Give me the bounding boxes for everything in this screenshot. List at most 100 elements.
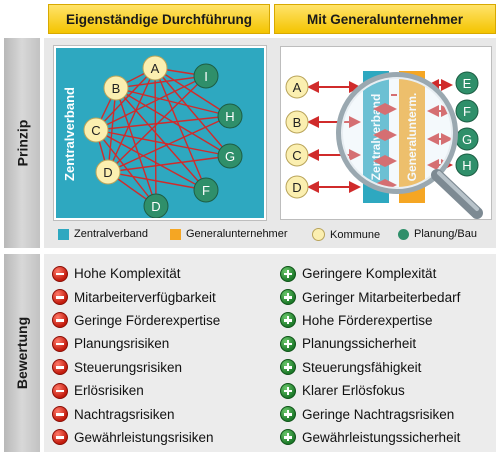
minus-icon [52,335,68,352]
minus-icon [52,429,68,446]
row-label-prinzip: Prinzip [4,38,40,248]
con-text: Nachtragsrisiken [74,406,175,422]
right-gu-diagram: Zentralverband Generalunterm. A B C D E … [285,71,483,219]
mesh-lines [95,67,231,207]
left-zentralverband-label: Zentralverband [62,87,77,181]
con-item: Hohe Komplexität [52,262,220,285]
svg-text:C: C [292,148,301,163]
header-eigenstaendig-label: Eigenständige Durchführung [65,11,252,27]
row-label-prinzip-text: Prinzip [14,119,31,167]
kommune-node-b: B [103,75,129,101]
planung-node-i: I [193,63,219,89]
plus-icon [280,312,296,329]
legend-label-zentralverband: Zentralverband [74,228,148,240]
legend-label-generalunternehmer: Generalunternehmer [186,228,288,240]
kommune-node-c: C [83,117,109,143]
legend-item-zentralverband: Zentralverband [58,228,148,240]
con-text: Mitarbeiterverfügbarkeit [74,289,216,305]
pro-item: Planungssicherheit [280,332,460,355]
gu-kommune-node-b: B [285,110,309,134]
legend-item-generalunternehmer: Generalunternehmer [170,228,288,240]
planung-node-f: F [193,177,219,203]
svg-text:D: D [151,199,160,214]
minus-icon [52,382,68,399]
pros-list: Geringere Komplexität Geringer Mitarbeit… [280,262,460,449]
magnifier-icon [336,72,483,219]
pro-text: Geringe Nachtragsrisiken [302,406,455,422]
gu-planung-node-g: G [455,127,479,151]
plus-icon [280,289,296,306]
gu-planung-node-f: F [455,99,479,123]
plus-icon [280,265,296,282]
gu-kommune-node-a: A [285,75,309,99]
pro-item: Steuerungsfähigkeit [280,356,460,379]
con-text: Hohe Komplexität [74,266,181,282]
pro-text: Gewährleistungssicherheit [302,429,461,445]
row-label-bewertung: Bewertung [4,254,40,452]
bar-generalunternehmer [399,71,425,203]
svg-text:G: G [462,132,472,147]
pro-text: Klarer Erlösfokus [302,383,405,399]
legend-swatch-orange [170,228,181,240]
pro-text: Planungssicherheit [302,336,417,352]
legend-swatch-kommune [312,228,325,241]
svg-text:A: A [151,61,160,76]
minus-icon [52,289,68,306]
gu-kommune-node-d: D [285,175,309,199]
con-text: Gewährleistungsrisiken [74,429,214,445]
minus-icon [52,406,68,423]
pro-text: Steuerungsfähigkeit [302,359,422,375]
legend-item-kommune: Kommune [312,228,380,241]
svg-text:H: H [225,109,234,124]
con-text: Erlösrisiken [74,383,144,399]
minus-icon [52,359,68,376]
planung-node-h: H [217,103,243,129]
con-text: Steuerungsrisiken [74,359,183,375]
svg-text:D: D [103,165,112,180]
bewertung-row-background [44,254,496,452]
svg-text:G: G [225,149,235,164]
svg-text:F: F [202,183,210,198]
con-item: Nachtragsrisiken [52,402,220,425]
kommune-node-d: D [95,159,121,185]
pro-item: Klarer Erlösfokus [280,379,460,402]
pro-item: Geringere Komplexität [280,262,460,285]
plus-icon [280,335,296,352]
pro-item: Geringe Nachtragsrisiken [280,402,460,425]
svg-text:I: I [204,69,208,84]
plus-icon [280,406,296,423]
svg-text:B: B [293,115,302,130]
con-item: Erlösrisiken [52,379,220,402]
svg-text:E: E [463,76,472,91]
plus-icon [280,359,296,376]
svg-text:H: H [462,158,471,173]
header-eigenstaendig: Eigenständige Durchführung [48,4,270,34]
con-item: Geringe Förderexpertise [52,309,220,332]
gu-planung-node-h: H [455,153,479,177]
left-mesh-diagram: Zentralverband A B C D I H G F D [62,55,243,219]
planung-node-g: G [217,143,243,169]
gu-kommune-node-c: C [285,143,309,167]
svg-text:A: A [293,80,302,95]
header-generalunternehmer-label: Mit Generalunternehmer [306,11,464,27]
plus-icon [280,382,296,399]
svg-text:D: D [292,180,301,195]
header-generalunternehmer: Mit Generalunternehmer [274,4,496,34]
svg-text:B: B [112,81,121,96]
pro-text: Geringer Mitarbeiterbedarf [302,289,461,305]
planung-node-d: D [143,193,169,219]
plus-icon [280,429,296,446]
svg-text:C: C [91,123,100,138]
right-diagram-panel: Zentralverband Generalunterm. A B C D E … [280,46,492,220]
legend-label-planung: Planung/Bau [414,228,477,240]
con-text: Planungsrisiken [74,336,170,352]
pro-text: Geringere Komplexität [302,266,437,282]
right-gu-label: Generalunterm. [405,93,419,182]
row-label-bewertung-text: Bewertung [14,316,30,390]
gu-planung-node-e: E [455,71,479,95]
legend-label-kommune: Kommune [330,228,381,241]
cons-list: Hohe Komplexität Mitarbeiterverfügbarkei… [52,262,220,449]
pro-item: Gewährleistungssicherheit [280,426,460,449]
minus-icon [52,312,68,329]
pro-item: Hohe Förderexpertise [280,309,460,332]
